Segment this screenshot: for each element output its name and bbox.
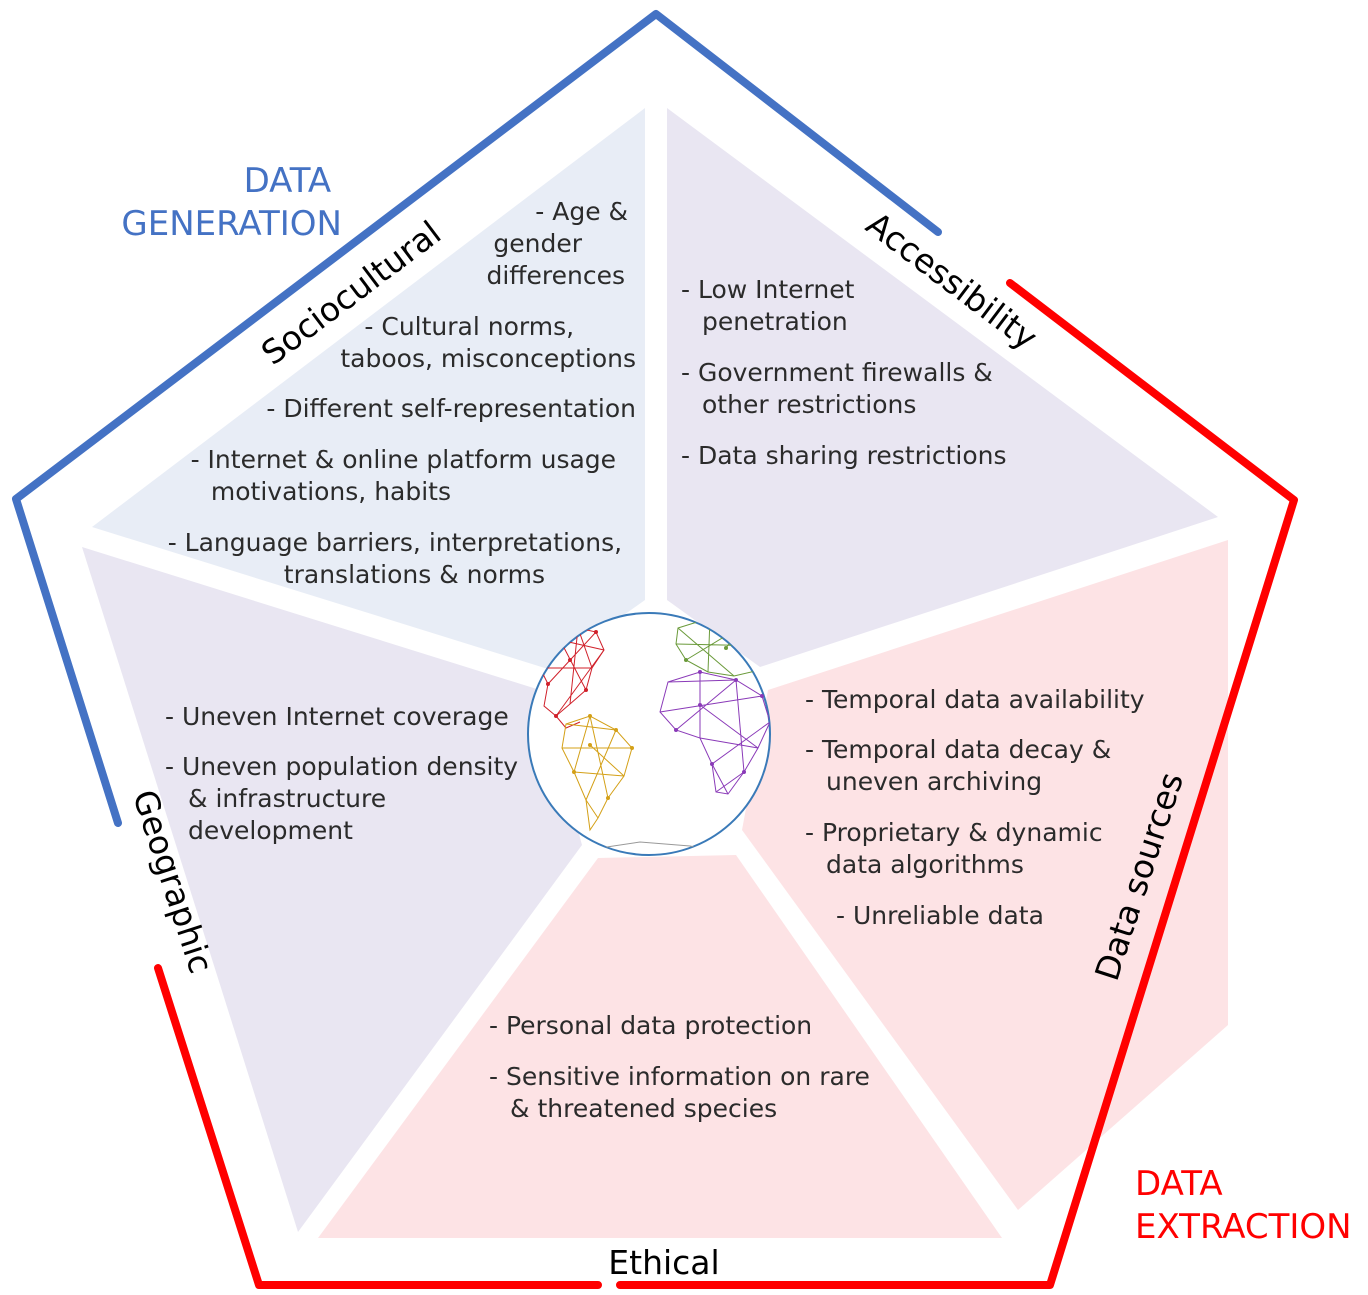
list-item: - Low Internet penetration (681, 275, 862, 336)
list-item: - Cultural norms, taboos, misconceptions (340, 312, 636, 373)
wedge-ethical (318, 855, 1002, 1238)
list-item: - Unreliable data (836, 901, 1044, 930)
list-item: - Proprietary & dynamic data algorithms (805, 818, 1111, 879)
list-item: - Different self-representation (266, 394, 636, 423)
label-ethical: Ethical (608, 1243, 719, 1282)
list-item: - Temporal data availability (805, 685, 1145, 714)
list-item: - Government firewalls & other restricti… (681, 358, 1001, 419)
wedge-data-sources (742, 540, 1228, 1210)
list-item: - Uneven Internet coverage (165, 702, 509, 731)
wedge-accessibility (667, 108, 1218, 667)
accessibility-list: - Low Internet penetration - Government … (681, 275, 1007, 470)
generation-border (12, 10, 942, 827)
wedge-sociocultural (92, 108, 645, 669)
extraction-border-right (616, 279, 1298, 1289)
list-item: - Uneven population density & infrastruc… (165, 752, 526, 845)
extraction-border-left (154, 964, 602, 1289)
list-item: - Language barriers, interpretations, tr… (168, 528, 630, 589)
wedge-geographic (82, 547, 582, 1232)
ethical-list: - Personal data protection - Sensitive i… (489, 1011, 878, 1123)
list-item: - Internet & online platform usage motiv… (191, 445, 624, 506)
list-item: - Temporal data decay & uneven archiving (805, 735, 1119, 796)
list-item: - Age & gender differences (486, 197, 636, 290)
globe-network-icon (527, 612, 771, 856)
generation-heading: DATA GENERATION (121, 161, 342, 244)
list-item: - Sensitive information on rare & threat… (489, 1062, 878, 1123)
geographic-list: - Uneven Internet coverage - Uneven popu… (165, 702, 526, 845)
extraction-heading: DATA EXTRACTION (1135, 1164, 1352, 1247)
data-sources-list: - Temporal data availability - Temporal … (805, 685, 1145, 930)
list-item: - Data sharing restrictions (681, 441, 1007, 470)
list-item: - Personal data protection (489, 1011, 812, 1040)
sociocultural-list: - Age & gender differences - Cultural no… (168, 197, 636, 589)
